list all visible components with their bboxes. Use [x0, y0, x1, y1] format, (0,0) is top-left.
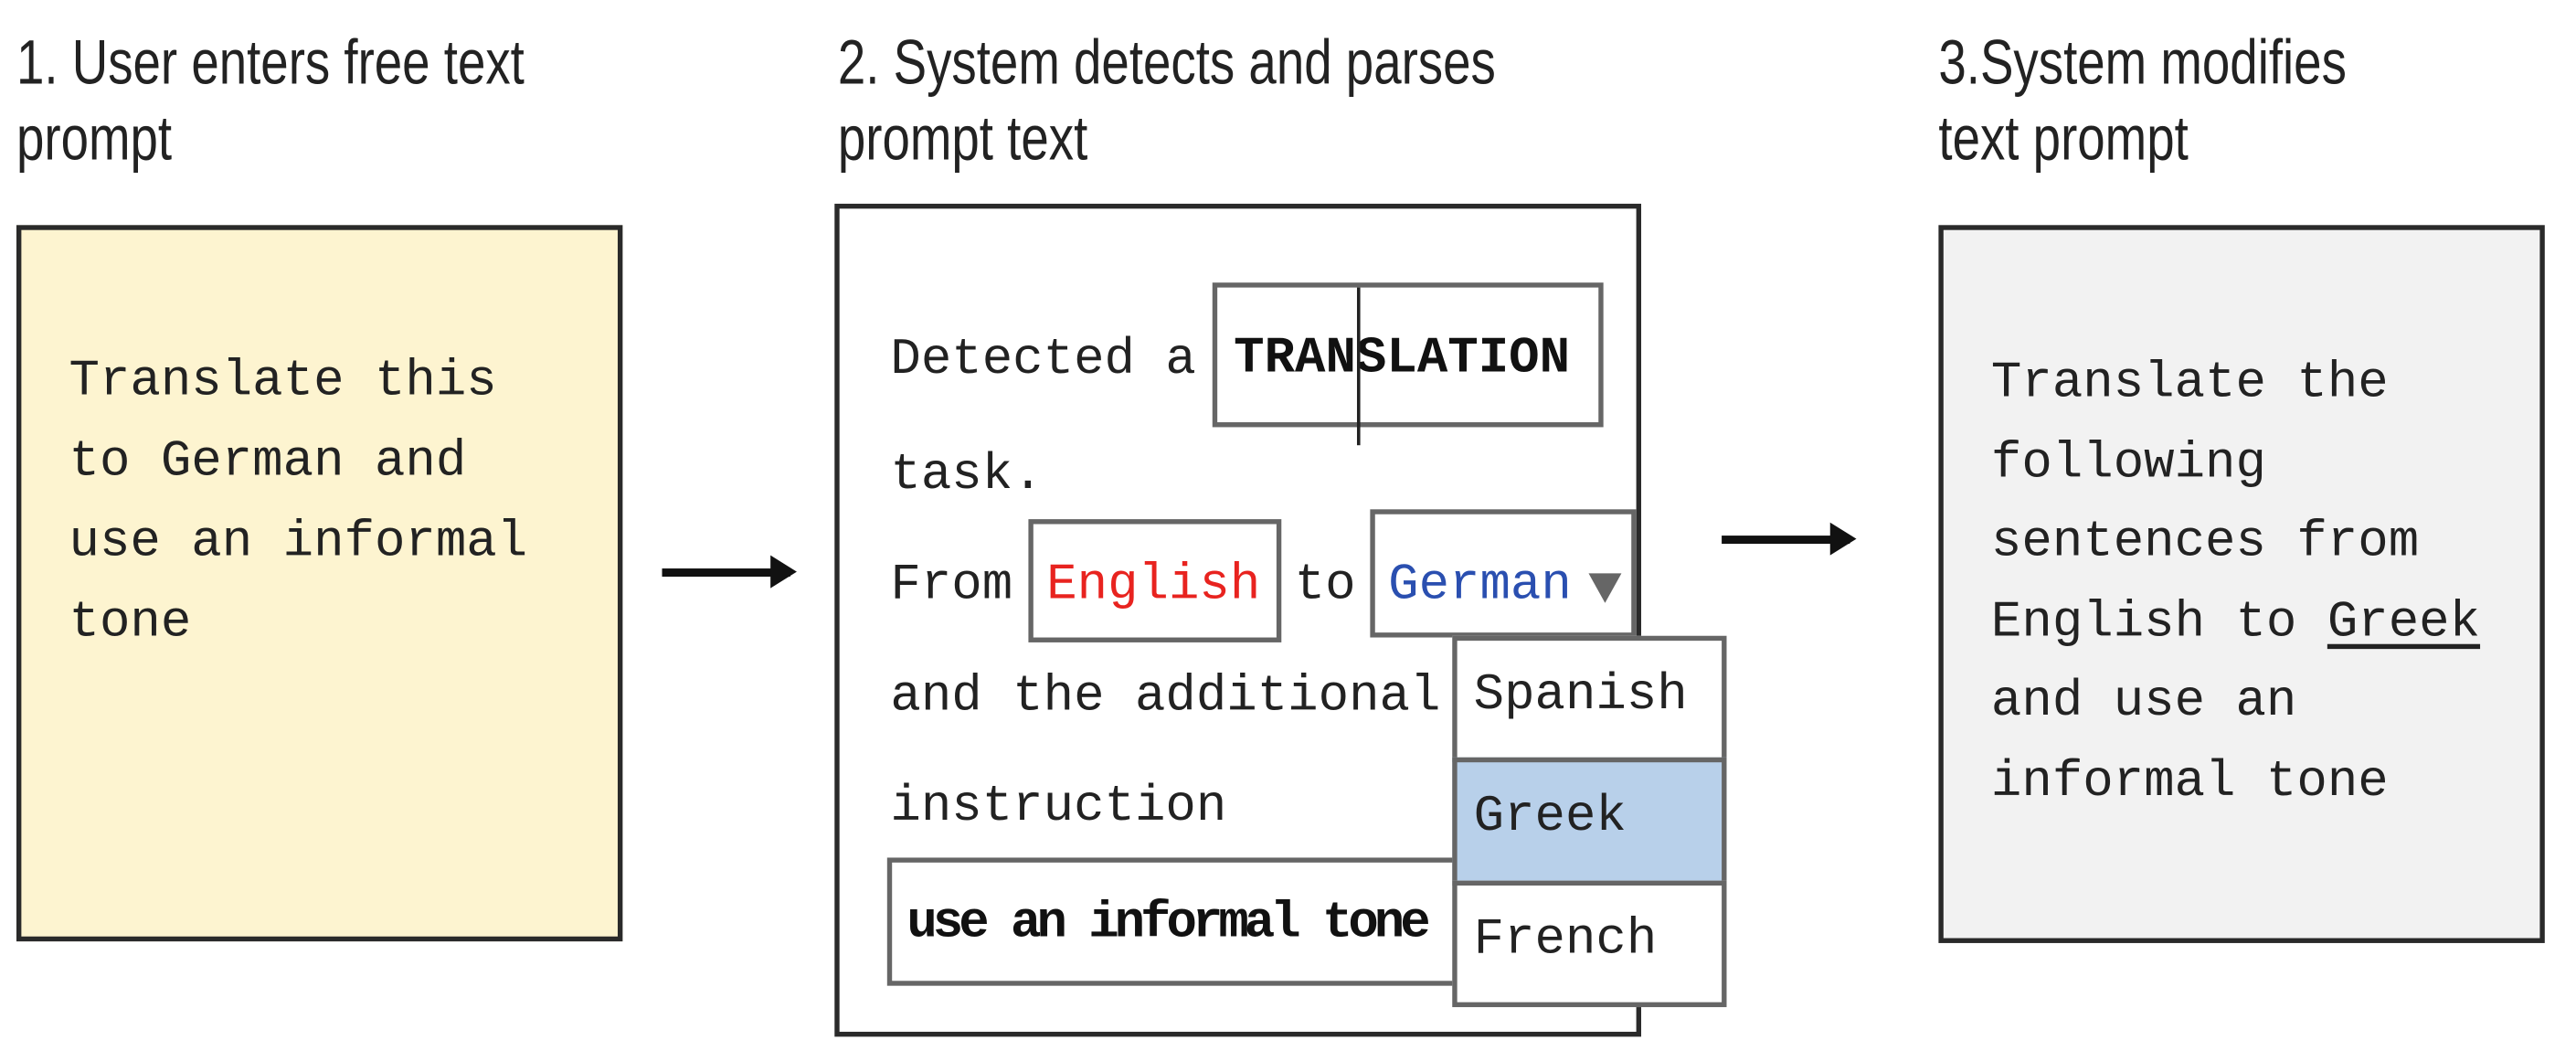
prompt-line: sentences from — [1990, 514, 2420, 572]
step1-heading-line2: prompt — [16, 105, 173, 175]
prompt-line: Translate the — [1990, 355, 2389, 413]
modified-prompt-box: Translate the following sentences from E… — [1938, 225, 2545, 943]
option-french[interactable]: French — [1452, 880, 1727, 1008]
prompt-line: use an informal — [69, 514, 528, 572]
instruction-value: use an informal tone — [906, 895, 1430, 953]
step3-heading-line1: 3.System modifies — [1938, 29, 2347, 99]
arrow-right-icon — [1722, 522, 1857, 556]
from-label: From — [890, 557, 1013, 615]
task-suffix-label: task. — [890, 447, 1044, 504]
task-type-field[interactable]: TRANSLATION — [1212, 282, 1604, 446]
target-language-dropdown[interactable]: German — [1370, 509, 1637, 638]
prompt-line: Translate this — [69, 353, 497, 411]
instruction-field[interactable]: use an informal tone — [886, 857, 1511, 986]
step2-heading-line1: 2. System detects and parses — [837, 29, 1496, 99]
modified-target-language: Greek — [2327, 593, 2481, 652]
prompt-line: informal tone — [1990, 753, 2389, 812]
step2-heading-line2: prompt text — [837, 105, 1088, 175]
instruction-label-line1: and the additional — [890, 668, 1441, 727]
option-greek[interactable]: Greek — [1452, 757, 1727, 886]
instruction-label-line2: instruction — [890, 779, 1227, 837]
triangle-down-icon[interactable] — [1588, 573, 1622, 603]
step2-heading: 2. System detects and parses prompt text — [838, 27, 1496, 177]
arrow-right-icon — [662, 555, 797, 589]
prompt-line: following — [1990, 434, 2266, 493]
target-language-value: German — [1388, 557, 1572, 615]
user-prompt-text: Translate this to German and use an info… — [69, 342, 528, 663]
modified-prompt-text: Translate the following sentences from E… — [1991, 345, 2480, 823]
source-language-field[interactable]: English — [1028, 519, 1282, 642]
prompt-line: and use an — [1990, 674, 2297, 732]
step3-heading-line2: text prompt — [1938, 105, 2189, 175]
detected-label: Detected a — [890, 332, 1196, 390]
source-language-value: English — [1046, 557, 1261, 615]
prompt-line: English to — [1990, 593, 2297, 652]
task-type-value: TRANSLATION — [1234, 330, 1571, 388]
option-spanish[interactable]: Spanish — [1452, 635, 1727, 763]
to-label: to — [1294, 557, 1356, 615]
text-cursor — [1356, 287, 1361, 446]
step1-heading-line1: 1. User enters free text — [16, 29, 525, 99]
user-prompt-box: Translate this to German and use an info… — [16, 225, 623, 942]
prompt-line: tone — [69, 594, 192, 653]
language-options-list: Spanish Greek French — [1452, 635, 1727, 1008]
step1-heading: 1. User enters free text prompt — [16, 27, 525, 177]
step3-heading: 3.System modifies text prompt — [1938, 27, 2347, 177]
prompt-line: to German and — [69, 433, 467, 492]
